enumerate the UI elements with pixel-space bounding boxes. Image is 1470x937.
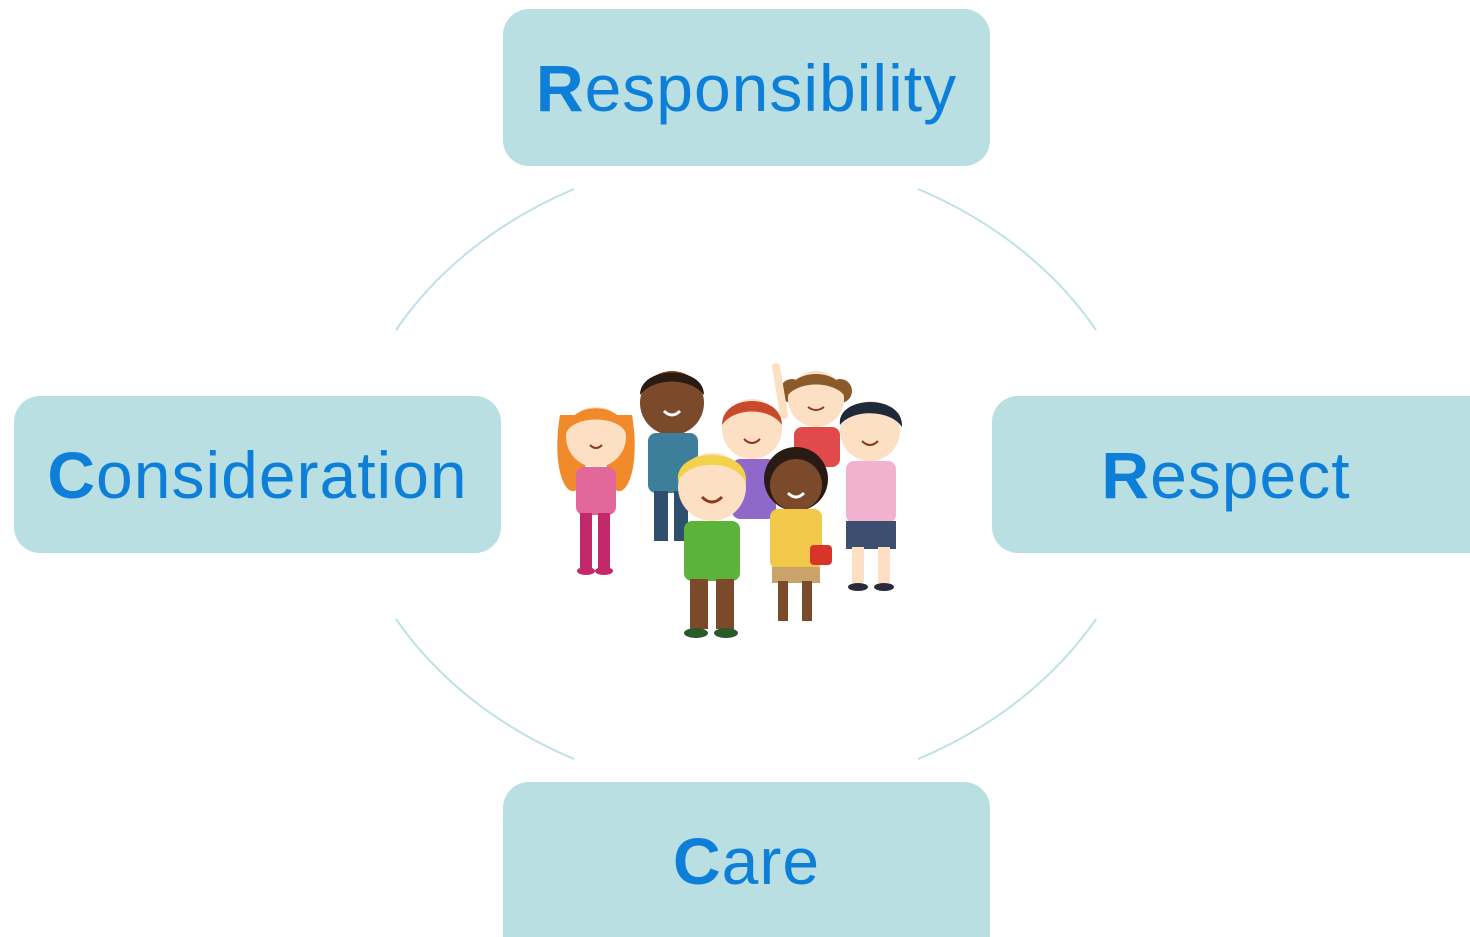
connector-arc-bottom-right (917, 618, 1097, 760)
child-boy-pink-shirt (839, 401, 903, 591)
node-consideration: Consideration (14, 396, 501, 553)
node-initial: R (1101, 437, 1151, 512)
children-group-illustration (557, 363, 903, 638)
child-boy-green-shirt (677, 453, 747, 638)
node-respect: Respect (992, 396, 1470, 553)
node-initial: R (535, 50, 585, 125)
node-label: espect (1150, 437, 1351, 512)
connector-arc-bottom-left (395, 618, 575, 760)
node-care: Care (503, 782, 990, 937)
connector-arc-top-right (917, 188, 1097, 331)
node-initial: C (672, 823, 722, 898)
child-girl-yellow-shirt (764, 447, 832, 621)
connector-arc-top-left (395, 188, 575, 331)
child-girl-orange-hair (557, 407, 635, 575)
node-responsibility: Responsibility (503, 9, 990, 166)
node-initial: C (47, 437, 97, 512)
node-label: onsideration (96, 437, 468, 512)
node-label: esponsibility (584, 50, 958, 125)
node-label: are (721, 823, 821, 898)
